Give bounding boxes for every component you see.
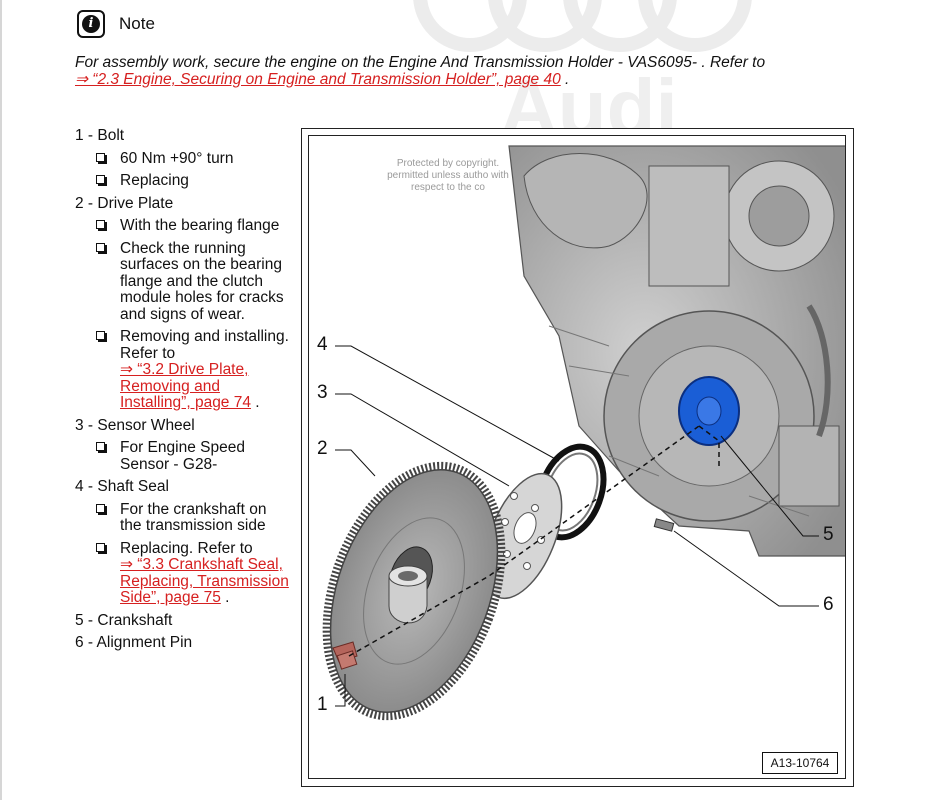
figure-frame: Protected by copyright. permitted unless… xyxy=(301,128,854,787)
part-title: 1 - Bolt xyxy=(75,127,125,144)
copyright-notice: Protected by copyright. permitted unless… xyxy=(387,158,509,193)
part-bullet: Replacing. Refer to⇒ “3.3 Crankshaft Sea… xyxy=(75,539,290,607)
part-title: 2 - Drive Plate xyxy=(75,194,174,212)
part-title: 3 - Sensor Wheel xyxy=(75,416,195,434)
checkbox-bullet-icon xyxy=(96,442,105,451)
note-header: i Note xyxy=(77,10,155,38)
bullet-text: 60 Nm +90° turn xyxy=(120,149,234,167)
checkbox-bullet-icon xyxy=(96,152,105,162)
callout-1: 1 xyxy=(317,694,328,715)
part-title: 4 - Shaft Seal xyxy=(75,478,169,495)
callout-6: 6 xyxy=(823,594,834,615)
note-body: For assembly work, secure the engine on … xyxy=(75,54,766,71)
page-edge xyxy=(0,0,2,800)
checkbox-bullet-icon xyxy=(96,503,105,513)
callout-5: 5 xyxy=(823,524,834,545)
checkbox-bullet-icon xyxy=(96,542,105,552)
note-text: For assembly work, secure the engine on … xyxy=(75,54,835,88)
bullet-text: For Engine Speed Sensor - G28- xyxy=(120,439,245,473)
bullet-text: For the crankshaft on the transmission s… xyxy=(120,500,267,534)
info-icon: i xyxy=(77,10,105,38)
bolt-drawing xyxy=(332,641,358,670)
bullet-text: Removing and installing. Refer to xyxy=(120,328,289,362)
part-bullet: Removing and installing. Refer to⇒ “3.2 … xyxy=(75,328,290,412)
figure-code: A13-10764 xyxy=(762,752,838,774)
part-title: 5 - Crankshaft xyxy=(75,611,173,629)
checkbox-bullet-icon xyxy=(96,242,105,252)
part-bullet: With the bearing flange xyxy=(75,217,290,235)
bullet-text: Replacing. Refer to xyxy=(120,539,253,557)
bullet-text: Replacing xyxy=(120,172,189,189)
callout-2: 2 xyxy=(317,438,328,459)
part-bullet: Replacing xyxy=(75,172,290,190)
exploded-view-illustration: Protected by copyright. permitted unless… xyxy=(308,135,846,779)
checkbox-bullet-icon xyxy=(96,220,105,229)
drive-plate-drawing xyxy=(322,461,506,721)
link-suffix: . xyxy=(255,394,260,411)
engine-drawing xyxy=(322,145,845,721)
leader-lines xyxy=(335,345,819,707)
alignment-pin-drawing xyxy=(653,518,675,532)
note-suffix: . xyxy=(565,71,570,88)
part-bullet: Check the running surfaces on the bearin… xyxy=(75,239,290,324)
note-title: Note xyxy=(119,14,155,33)
part-bullet: For Engine Speed Sensor - G28- xyxy=(75,439,290,473)
checkbox-bullet-icon xyxy=(96,175,105,184)
part-bullet: 60 Nm +90° turn xyxy=(75,149,290,168)
part-bullet: For the crankshaft on the transmission s… xyxy=(75,500,290,535)
part-title: 6 - Alignment Pin xyxy=(75,634,193,651)
bullet-text: Check the running surfaces on the bearin… xyxy=(120,239,284,323)
reference-link[interactable]: ⇒ “3.2 Drive Plate, Removing and Install… xyxy=(120,361,251,411)
bullet-text: With the bearing flange xyxy=(120,217,280,234)
assembly-centerline xyxy=(348,425,720,657)
callout-4: 4 xyxy=(317,334,328,355)
callout-3: 3 xyxy=(317,382,328,403)
engine-holder-link[interactable]: ⇒ “2.3 Engine, Securing on Engine and Tr… xyxy=(75,71,561,88)
reference-link[interactable]: ⇒ “3.3 Crankshaft Seal, Replacing, Trans… xyxy=(120,556,289,606)
engine-block xyxy=(508,145,845,557)
checkbox-bullet-icon xyxy=(96,331,105,340)
link-suffix: . xyxy=(225,589,230,606)
